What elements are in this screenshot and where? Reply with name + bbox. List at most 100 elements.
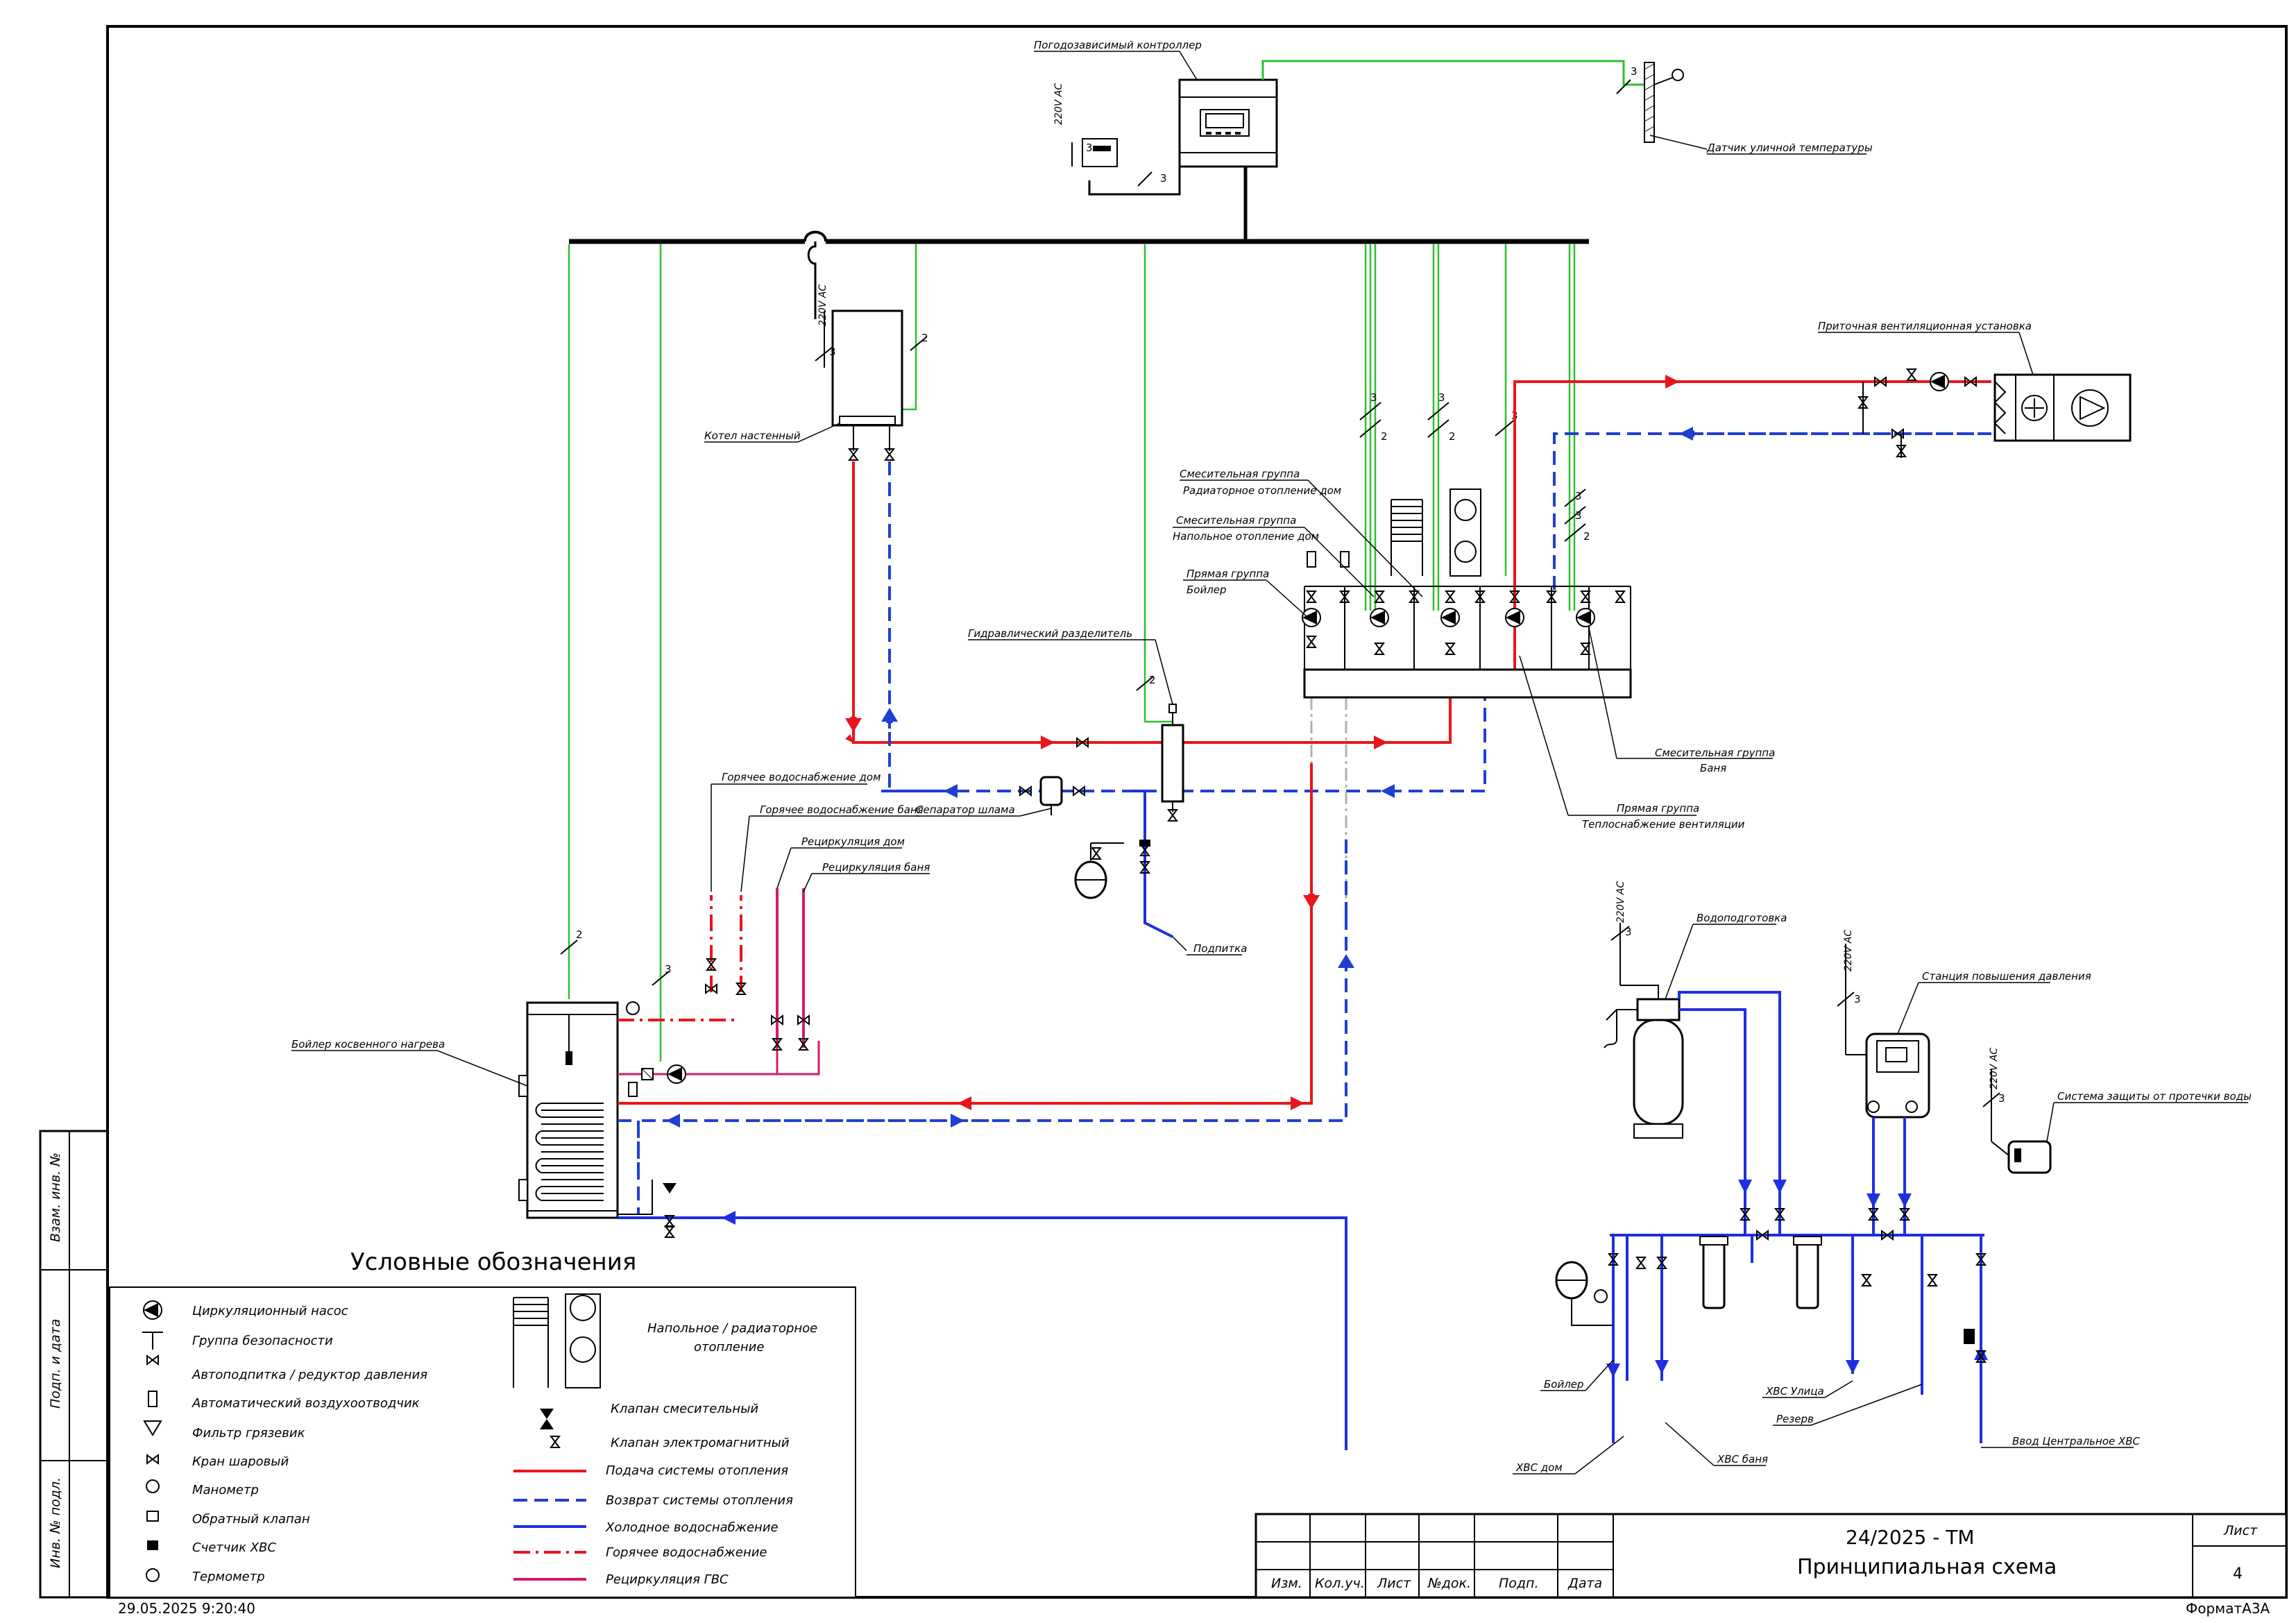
group-mix-radiator (1370, 590, 1419, 655)
sensor-cable-3: 3 (1631, 65, 1638, 78)
legend-right-4: Подача системы отопления (606, 1463, 788, 1478)
tb-col-4: Подп. (1499, 1576, 1539, 1591)
floor-heating-icon (1391, 499, 1423, 576)
makeup-label: Подпитка (1193, 942, 1247, 955)
legend-item-2: Автоподпитка / редуктор давления (192, 1368, 427, 1382)
bus-cable-3: 3 (1160, 172, 1167, 185)
group-direct-vent (1505, 590, 1556, 627)
side-stamp: Взам. инв. № Подп. и дата Инв. № подл. (48, 1153, 63, 1568)
signal-cable-marks (560, 336, 1586, 986)
mix-radiator-label-1: Смесительная группа (1180, 468, 1300, 480)
legend-pump-icon (143, 1300, 162, 1320)
mix-floor-label-2: Напольное отопление дом (1173, 530, 1319, 543)
recirc-banya-label: Рециркуляция баня (822, 861, 930, 874)
pump-radiator-icon (1370, 608, 1389, 627)
control-bus (569, 167, 1589, 319)
wt-voltage: 220V AC (1615, 881, 1626, 923)
outdoor-sensor-label: Датчик уличной температуры (1706, 142, 1873, 154)
mix-radiator-label-2: Радиаторное отопление дом (1183, 484, 1341, 497)
vent-unit-label: Приточная вентиляционная установка (1818, 320, 2032, 332)
side-stamp-replace: Взам. инв. № (48, 1153, 63, 1242)
sludge-separator: Сепаратор шлама (916, 776, 1085, 817)
cm10: 3 (665, 963, 672, 976)
pump-banya-icon (1576, 608, 1595, 627)
cold-water-arrows (722, 1180, 1988, 1377)
legend-right-6: Холодное водоснабжение (605, 1520, 779, 1535)
legend-thermometer-icon (146, 1568, 160, 1582)
cold-house-label: ХВС дом (1515, 1461, 1563, 1474)
legend-item-3: Автоматический воздухоотводчик (192, 1396, 420, 1411)
cm1: 3 (1370, 391, 1377, 404)
collector (1303, 586, 1632, 699)
cm8: 2 (1583, 530, 1590, 543)
legend-strainer-icon (143, 1420, 162, 1436)
vent-unit-fittings (1858, 368, 1977, 458)
legend-item-4: Фильтр грязевик (192, 1426, 305, 1441)
footer-timestamp: 29.05.2025 9:20:40 (118, 1600, 255, 1617)
lp-cable-3: 3 (1998, 1092, 2005, 1105)
sludge-sep-label: Сепаратор шлама (916, 804, 1015, 816)
legend-right-1: отопление (694, 1340, 764, 1354)
legend-right-0: Напольное / радиаторное (647, 1321, 817, 1336)
legend-right-5: Возврат системы отопления (606, 1493, 793, 1508)
tb-col-3: №док. (1427, 1576, 1471, 1591)
mix-banya-label-1: Смесительная группа (1655, 747, 1775, 759)
radiator-icon (1449, 488, 1481, 577)
group-mix-banya (1576, 590, 1625, 655)
wt-cable-3: 3 (1625, 926, 1632, 938)
boiler-voltage: 220V AC (817, 284, 828, 326)
legend-air-vent-icon (148, 1391, 158, 1407)
water-out-labels: Бойлер ХВС дом ХВС баня ХВС Улица Резерв… (1513, 1359, 2141, 1475)
legend-item-8: Счетчик ХВС (192, 1540, 276, 1555)
controller-label: Погодозависимый контроллер (1034, 39, 1202, 51)
cold-street-label: ХВС Улица (1765, 1385, 1824, 1397)
makeup-line: Подпитка (1131, 790, 1247, 955)
legend-meter-icon (147, 1540, 158, 1550)
tb-code: 24/2025 - ТМ (1846, 1526, 1975, 1549)
dhw-labels: Горячее водоснабжение дом Горячее водосн… (711, 771, 930, 892)
direct-vent-label-1: Прямая группа (1617, 802, 1699, 815)
mix-floor-label-1: Смесительная группа (1176, 514, 1296, 527)
controller-cable-3: 3 (1086, 142, 1093, 154)
tb-col-2: Лист (1377, 1576, 1411, 1591)
cm11: 2 (921, 332, 928, 344)
footer-format: ФорматА3А (2186, 1600, 2270, 1617)
cm4: 2 (1449, 430, 1456, 443)
booster-label: Станция повышения давления (1922, 970, 2091, 983)
boiler-cable-3: 3 (829, 346, 836, 358)
collector-outlets (1310, 697, 1347, 916)
legend-item-5: Кран шаровый (192, 1454, 289, 1469)
supply-pipes (844, 378, 1991, 1107)
pump-floor-icon (1440, 608, 1460, 627)
pump-vent-icon (1505, 608, 1524, 627)
legend-item-6: Манометр (192, 1483, 259, 1497)
legend: Условные обозначения Циркуляционный насо… (109, 1248, 856, 1598)
boiler-out-label: Бойлер (1544, 1378, 1584, 1391)
hw-banya-label: Горячее водоснабжение баня (760, 804, 924, 816)
legend-item-9: Термометр (192, 1570, 265, 1584)
tb-col-0: Изм. (1271, 1576, 1302, 1591)
signal-wires (568, 244, 1576, 1062)
legend-item-1: Группа безопасности (192, 1334, 333, 1348)
group-direct-boiler (1302, 551, 1350, 648)
tb-sheet-label: Лист (2223, 1523, 2258, 1538)
direct-boiler-label-2: Бойлер (1187, 584, 1227, 596)
legend-item-7: Обратный клапан (192, 1512, 310, 1527)
direct-vent-label-2: Теплоснабжение вентиляции (1582, 818, 1745, 831)
cm2: 2 (1381, 430, 1388, 443)
cm7: 3 (1575, 509, 1582, 522)
drawing-frame (39, 25, 2288, 1599)
water-treatment: 220V AC 3 Водоподготовка (1604, 881, 1787, 1139)
tb-title: Принципиальная схема (1797, 1555, 2057, 1579)
recirc-pump-icon (667, 1064, 686, 1084)
cold-banya-label: ХВС баня (1717, 1453, 1768, 1465)
tb-sheet-number: 4 (2233, 1565, 2243, 1583)
collector-red-blue (1310, 763, 1347, 916)
hydro-sep-label: Гидравлический разделитель (968, 627, 1132, 640)
lp-voltage: 220V AC (1989, 1048, 2000, 1089)
legend-title: Условные обозначения (350, 1248, 636, 1276)
central-input-label: Ввод Центральное ХВС (2012, 1435, 2141, 1447)
side-stamp-sign: Подп. и дата (48, 1319, 63, 1409)
vent-pump-icon (1930, 372, 1949, 391)
hw-house-label: Горячее водоснабжение дом (722, 771, 881, 783)
